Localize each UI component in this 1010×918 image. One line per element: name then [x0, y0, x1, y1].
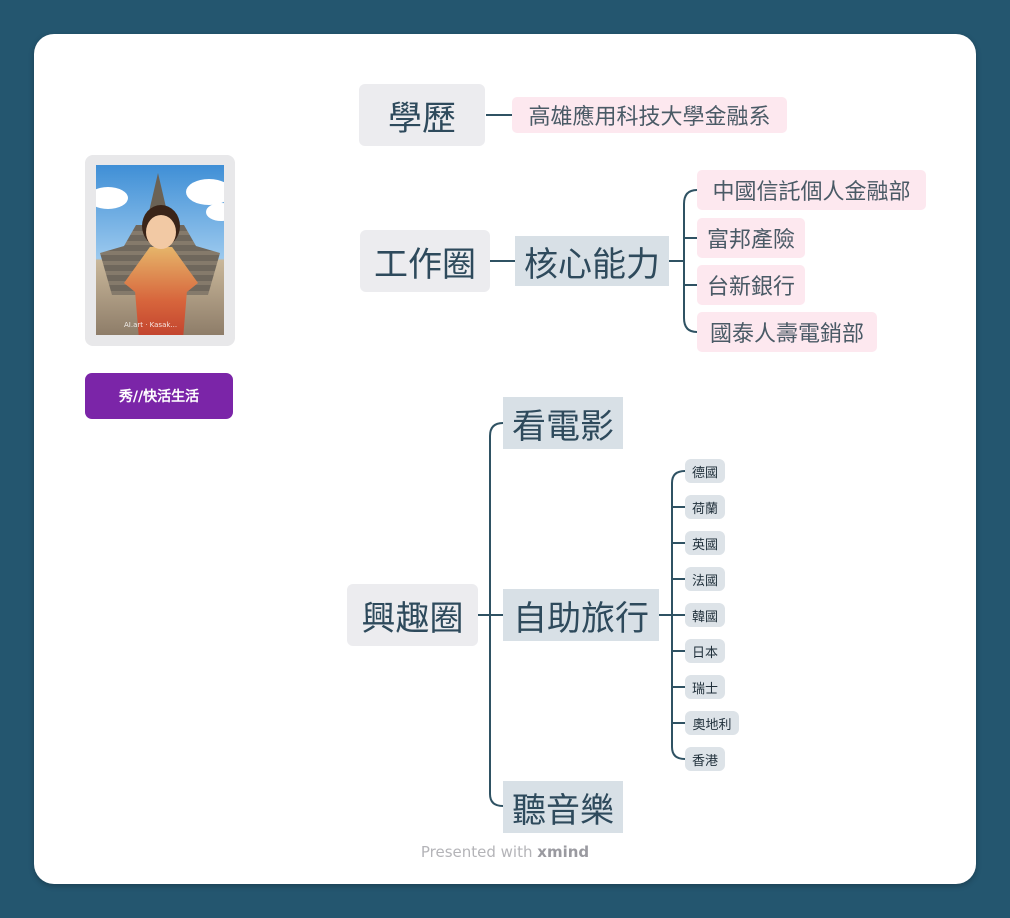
- node-education-label: 學歷: [388, 98, 456, 139]
- node-country-label: 日本: [691, 645, 718, 661]
- node-country[interactable]: 日本: [685, 639, 725, 663]
- node-hobby-label: 興趣圈: [361, 598, 464, 639]
- node-country-label: 英國: [691, 537, 718, 553]
- node-education-school[interactable]: 高雄應用科技大學金融系: [512, 97, 787, 133]
- node-country-label: 韓國: [691, 609, 718, 625]
- node-work-item[interactable]: 台新銀行: [697, 265, 805, 305]
- node-country[interactable]: 德國: [685, 459, 725, 483]
- node-work-item[interactable]: 富邦產險: [697, 218, 805, 258]
- node-work-item-label: 富邦產險: [706, 228, 795, 253]
- node-work-label: 工作圈: [374, 244, 476, 285]
- node-country-label: 荷蘭: [691, 501, 718, 517]
- node-country[interactable]: 奧地利: [685, 711, 739, 735]
- xmind-logo: xmind: [537, 843, 590, 861]
- node-country-label: 德國: [691, 465, 718, 481]
- node-work[interactable]: 工作圈: [360, 230, 490, 292]
- node-work-item[interactable]: 國泰人壽電銷部: [697, 312, 877, 352]
- profile-button[interactable]: 秀//快活生活: [85, 373, 233, 419]
- node-country[interactable]: 韓國: [685, 603, 725, 627]
- node-country-label: 香港: [691, 753, 718, 769]
- node-work-item-label: 台新銀行: [706, 275, 795, 300]
- node-music[interactable]: 聽音樂: [503, 781, 623, 833]
- node-work-item-label: 國泰人壽電銷部: [709, 322, 864, 347]
- node-work-item[interactable]: 中國信託個人金融部: [697, 170, 926, 210]
- node-country-label: 法國: [691, 573, 718, 589]
- node-core-ability-label: 核心能力: [524, 244, 660, 285]
- node-education-school-label: 高雄應用科技大學金融系: [528, 105, 771, 130]
- node-work-item-label: 中國信託個人金融部: [712, 180, 911, 205]
- node-movie-label: 看電影: [512, 406, 614, 447]
- presented-with-text: Presented with: [420, 843, 533, 861]
- node-country[interactable]: 法國: [685, 567, 725, 591]
- node-movie[interactable]: 看電影: [503, 397, 623, 449]
- node-core-ability[interactable]: 核心能力: [515, 236, 669, 286]
- node-education[interactable]: 學歷: [359, 84, 485, 146]
- photo-watermark: AI.art · Kasak...: [124, 321, 178, 329]
- node-music-label: 聽音樂: [512, 790, 614, 831]
- node-country-label: 瑞士: [691, 681, 718, 697]
- profile-photo-frame: AI.art · Kasak...: [85, 155, 235, 346]
- node-travel-label: 自助旅行: [513, 598, 649, 639]
- node-country[interactable]: 荷蘭: [685, 495, 725, 519]
- node-travel[interactable]: 自助旅行: [503, 589, 659, 641]
- node-country[interactable]: 香港: [685, 747, 725, 771]
- presented-with-footer[interactable]: Presented with xmind: [0, 843, 1010, 861]
- node-country[interactable]: 英國: [685, 531, 725, 555]
- node-country[interactable]: 瑞士: [685, 675, 725, 699]
- node-hobby[interactable]: 興趣圈: [347, 584, 478, 646]
- node-country-label: 奧地利: [692, 717, 732, 733]
- profile-photo: AI.art · Kasak...: [96, 165, 224, 335]
